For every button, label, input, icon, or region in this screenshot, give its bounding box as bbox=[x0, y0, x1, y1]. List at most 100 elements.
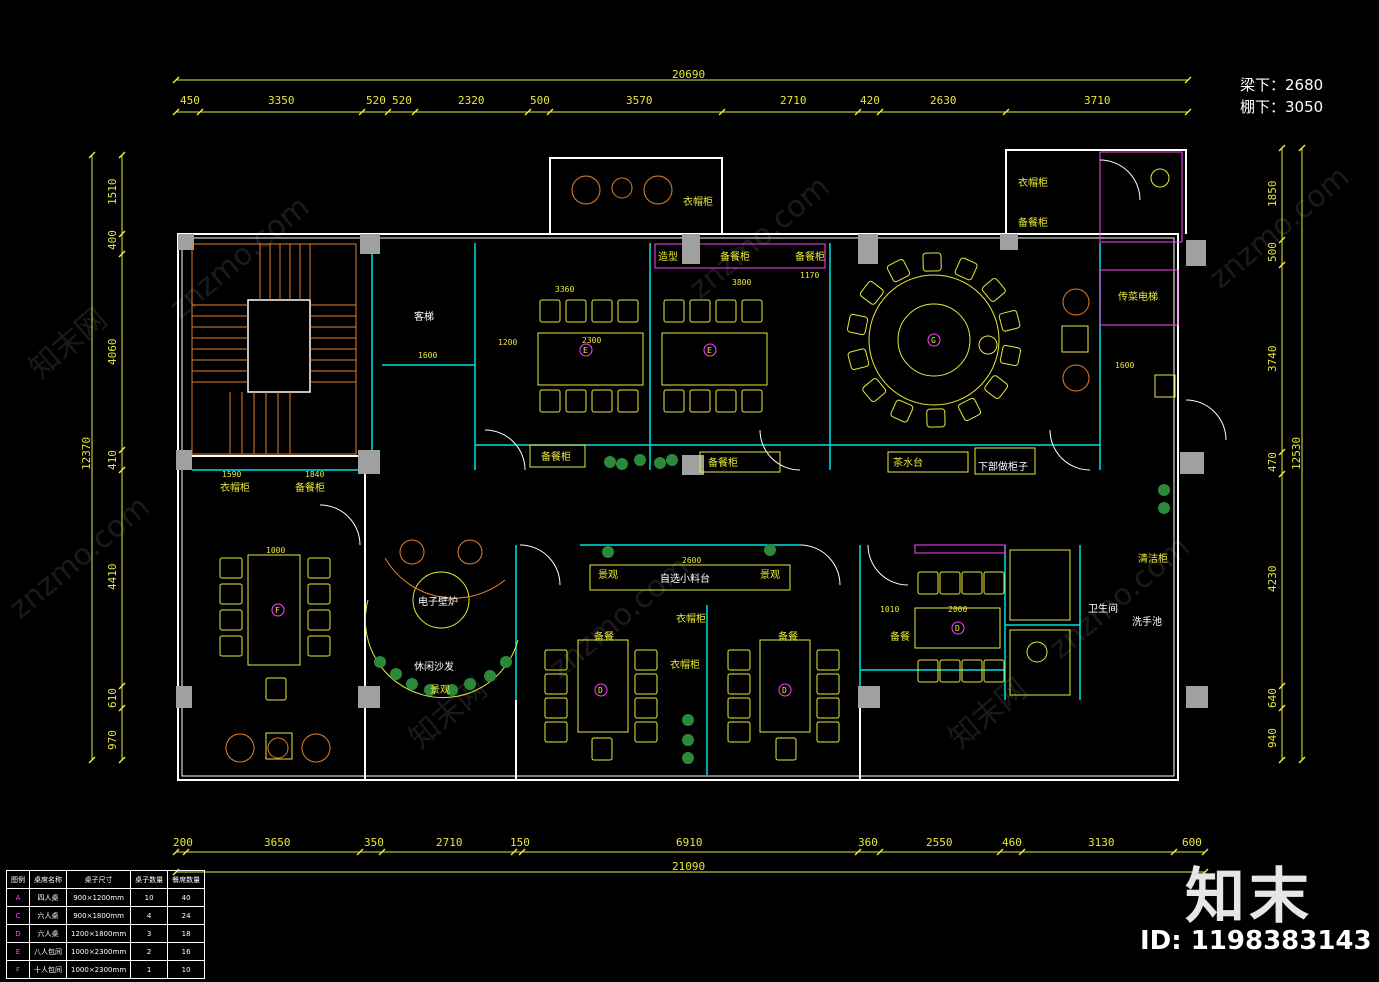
chair bbox=[219, 609, 243, 631]
lounge-sofa bbox=[364, 557, 519, 699]
chair bbox=[544, 673, 568, 695]
dimension-tick bbox=[1278, 261, 1286, 269]
dimension-tick bbox=[1278, 704, 1286, 712]
svg-text:460: 460 bbox=[1002, 836, 1022, 849]
dimension-tick bbox=[854, 108, 862, 116]
chair bbox=[539, 389, 561, 413]
lounge-chairs bbox=[225, 175, 1090, 763]
chair bbox=[727, 697, 751, 719]
chair bbox=[939, 571, 961, 595]
chair bbox=[922, 252, 942, 272]
chair bbox=[847, 348, 870, 370]
left-total-dimension: 12370 bbox=[80, 437, 93, 470]
label-wardrobe: 衣帽柜 bbox=[676, 612, 706, 625]
svg-text:4410: 4410 bbox=[106, 564, 119, 591]
columns bbox=[176, 234, 1208, 708]
dimension-tick bbox=[358, 108, 366, 116]
legend-header-cell: 图例 bbox=[6, 870, 30, 889]
partitions bbox=[192, 243, 1101, 775]
dimension-tick bbox=[118, 756, 126, 764]
svg-text:1200: 1200 bbox=[498, 338, 517, 347]
bottom-segment-labels: 200 3650 350 2710 150 6910 360 2550 460 … bbox=[173, 836, 1202, 849]
svg-text:410: 410 bbox=[106, 450, 119, 470]
chair bbox=[775, 737, 797, 761]
chair bbox=[663, 299, 685, 323]
legend-header-cell: 桌子数量 bbox=[130, 870, 169, 889]
dimension-tick bbox=[876, 108, 884, 116]
chair bbox=[981, 277, 1006, 302]
svg-text:E: E bbox=[583, 346, 588, 355]
room-labels: 衣帽柜 客梯 备餐柜 备餐柜 备餐柜 备餐柜 备餐柜 造型 下部做柜子 茶水台 … bbox=[220, 176, 1168, 696]
label-cabinet: 备餐柜 bbox=[295, 481, 325, 494]
chair bbox=[544, 697, 568, 719]
svg-text:F: F bbox=[275, 606, 280, 615]
svg-text:G: G bbox=[931, 336, 936, 345]
chair bbox=[890, 399, 914, 423]
legend-header-cell: 桌席名称 bbox=[29, 870, 67, 889]
chair bbox=[539, 299, 561, 323]
svg-text:D: D bbox=[598, 686, 603, 695]
chair bbox=[741, 299, 763, 323]
dimension-tick bbox=[1278, 756, 1286, 764]
dimension-tick bbox=[1278, 448, 1286, 456]
label-cabinet: 备餐柜 bbox=[708, 456, 738, 469]
chair bbox=[219, 583, 243, 605]
dimension-tick bbox=[1184, 76, 1192, 84]
svg-text:1510: 1510 bbox=[106, 179, 119, 206]
dimension-tick bbox=[411, 108, 419, 116]
dimension-tick bbox=[118, 446, 126, 454]
planters bbox=[374, 454, 1170, 764]
svg-text:3350: 3350 bbox=[268, 94, 295, 107]
chair bbox=[998, 310, 1021, 332]
svg-text:1000: 1000 bbox=[266, 546, 285, 555]
chair bbox=[634, 721, 658, 743]
image-id: ID: 1198383143 bbox=[1140, 926, 1372, 956]
dimension-tick bbox=[1298, 144, 1306, 152]
svg-text:400: 400 bbox=[106, 230, 119, 250]
svg-text:360: 360 bbox=[858, 836, 878, 849]
label-lead: 造型 bbox=[658, 250, 678, 263]
svg-text:610: 610 bbox=[106, 688, 119, 708]
dimension-tick bbox=[182, 848, 190, 856]
chair bbox=[634, 673, 658, 695]
dimension-tick bbox=[1170, 848, 1178, 856]
chair bbox=[917, 659, 939, 683]
right-segment-labels: 1850 500 3740 470 4230 640 940 bbox=[1266, 181, 1279, 749]
svg-text:640: 640 bbox=[1266, 688, 1279, 708]
chair bbox=[816, 697, 840, 719]
svg-text:4060: 4060 bbox=[106, 339, 119, 366]
svg-text:520: 520 bbox=[366, 94, 386, 107]
label-landscape: 景观 bbox=[430, 684, 450, 696]
svg-text:2320: 2320 bbox=[458, 94, 485, 107]
svg-text:3130: 3130 bbox=[1088, 836, 1115, 849]
svg-text:D: D bbox=[782, 686, 787, 695]
svg-text:520: 520 bbox=[392, 94, 412, 107]
doors bbox=[319, 159, 1227, 586]
legend-header-cell: 桌子尺寸 bbox=[65, 870, 132, 889]
svg-text:3800: 3800 bbox=[732, 278, 751, 287]
chair bbox=[663, 389, 685, 413]
svg-text:2710: 2710 bbox=[780, 94, 807, 107]
svg-text:600: 600 bbox=[1182, 836, 1202, 849]
svg-text:450: 450 bbox=[180, 94, 200, 107]
chair bbox=[565, 299, 587, 323]
svg-text:2630: 2630 bbox=[930, 94, 957, 107]
chair bbox=[565, 389, 587, 413]
chair bbox=[689, 299, 711, 323]
cabinet-outlines bbox=[654, 151, 1183, 554]
watermark: 知末网 bbox=[943, 671, 1034, 756]
chair bbox=[741, 389, 763, 413]
right-dimension-ticks bbox=[1278, 144, 1306, 764]
svg-text:500: 500 bbox=[530, 94, 550, 107]
legend-header: 图例 桌席名称 桌子尺寸 桌子数量 餐席数量 bbox=[6, 870, 206, 889]
label-service-lift: 传菜电梯 bbox=[1118, 290, 1158, 303]
dimension-tick bbox=[518, 848, 526, 856]
svg-text:1850: 1850 bbox=[1266, 181, 1279, 208]
svg-text:1590: 1590 bbox=[222, 470, 241, 479]
watermark: znzmo.com bbox=[1203, 159, 1357, 296]
label-mop: 清洁柜 bbox=[1138, 552, 1168, 565]
svg-text:1600: 1600 bbox=[1115, 361, 1134, 370]
label-prep: 备餐 bbox=[594, 630, 614, 643]
